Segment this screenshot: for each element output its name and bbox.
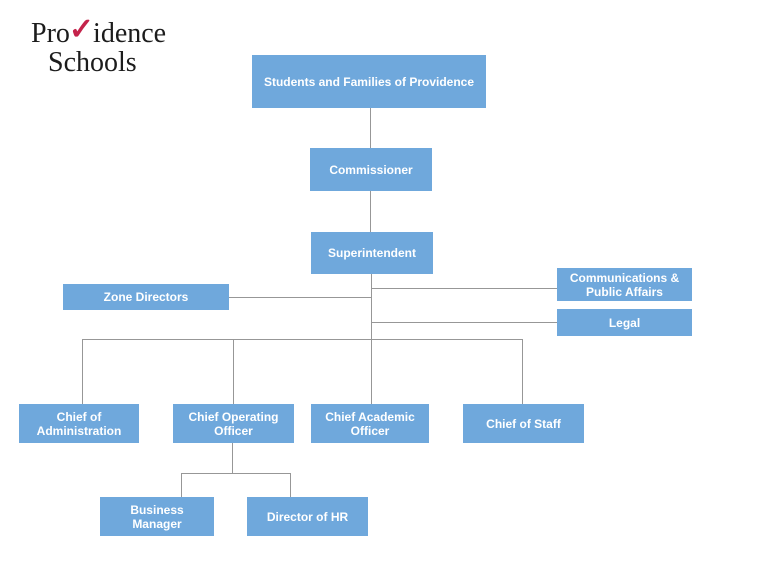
org-node-superintendent: Superintendent [311, 232, 433, 274]
org-node-director-of-hr: Director of HR [247, 497, 368, 536]
org-node-legal: Legal [557, 309, 692, 336]
logo-checkmark-icon: ✓ [68, 13, 95, 46]
org-node-commissioner: Commissioner [310, 148, 432, 191]
connector-to-chief-of-administration [82, 339, 83, 404]
connector-students-to-commissioner [370, 108, 371, 148]
connector-to-director-of-hr [290, 473, 291, 497]
connector-commissioner-to-superintendent [370, 191, 371, 232]
connector-to-business-manager [181, 473, 182, 497]
org-node-students-families: Students and Families of Providence [252, 55, 486, 108]
org-node-chief-of-administration: Chief of Administration [19, 404, 139, 443]
connector-coo-children-distribution [181, 473, 291, 474]
logo-text-pro: Pro [31, 18, 70, 49]
org-node-chief-of-staff: Chief of Staff [463, 404, 584, 443]
org-node-communications-public-affairs: Communications & Public Affairs [557, 268, 692, 301]
connector-to-chief-operating-officer [233, 339, 234, 404]
connector-to-legal [371, 322, 557, 323]
org-node-chief-operating-officer: Chief Operating Officer [173, 404, 294, 443]
providence-schools-logo: Pro✓idence Schools [31, 13, 167, 78]
connector-chiefs-distribution [82, 339, 522, 340]
org-node-zone-directors: Zone Directors [63, 284, 229, 310]
connector-to-chief-of-staff [522, 339, 523, 404]
connector-to-zone-directors [229, 297, 371, 298]
org-node-chief-academic-officer: Chief Academic Officer [311, 404, 429, 443]
org-node-business-manager: Business Manager [100, 497, 214, 536]
logo-word-providence: Pro✓idence [31, 13, 167, 49]
logo-word-schools: Schools [48, 47, 137, 78]
logo-text-idence: idence [93, 18, 167, 49]
connector-to-communications [371, 288, 557, 289]
connector-coo-stem [232, 443, 233, 473]
